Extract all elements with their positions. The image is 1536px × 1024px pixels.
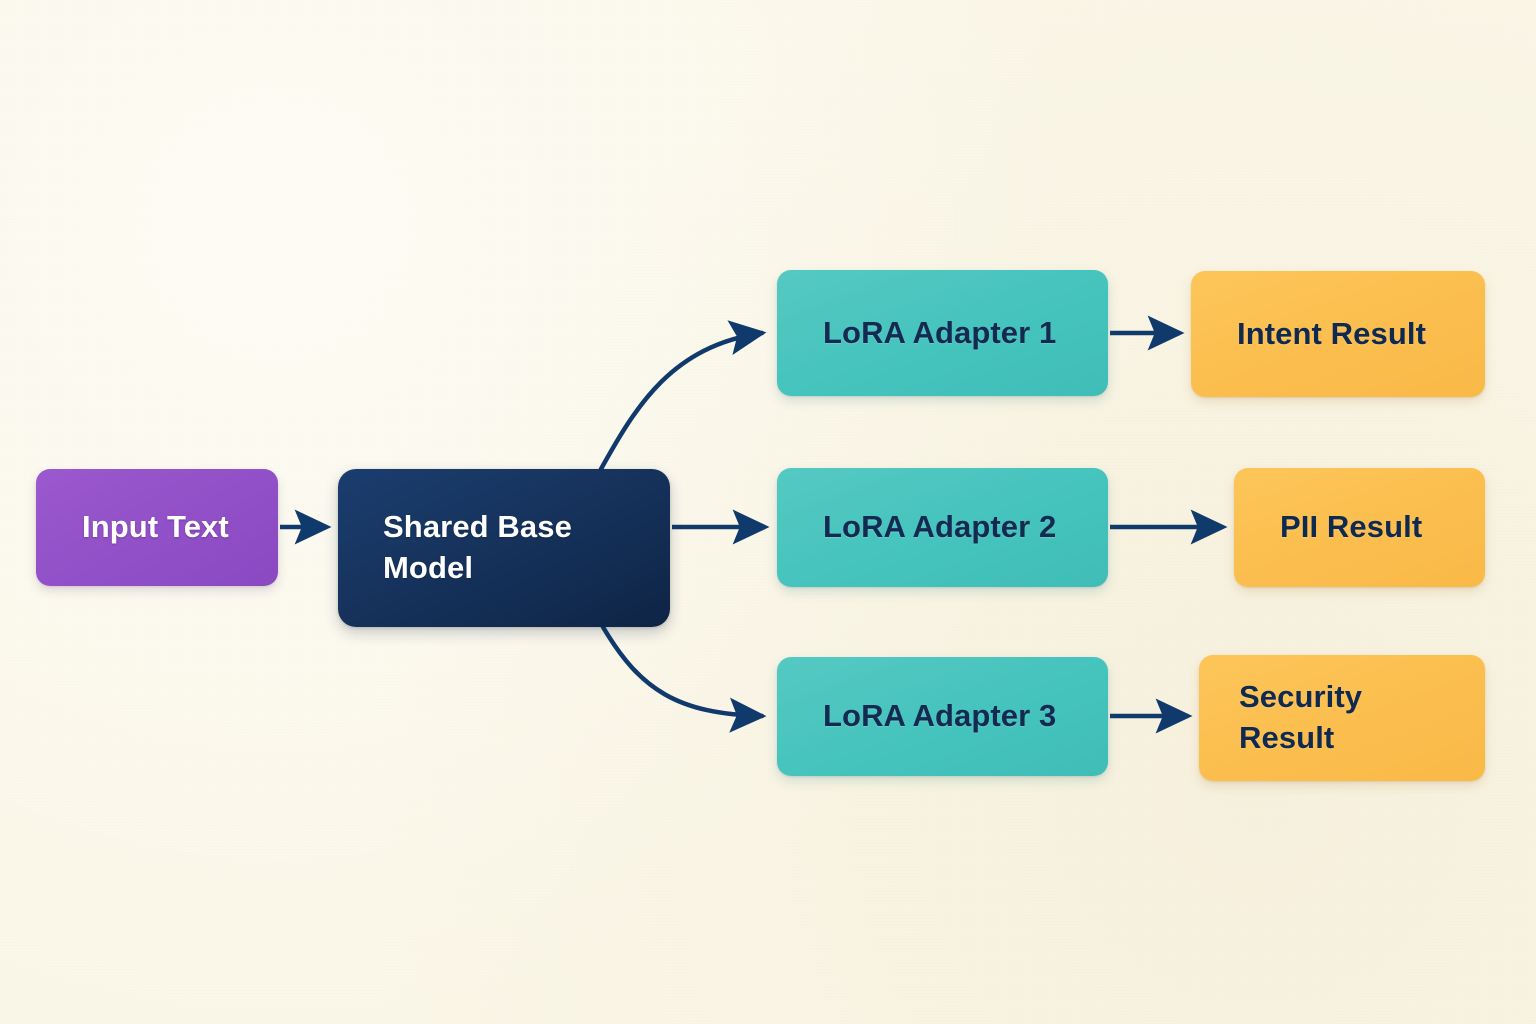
node-shared-base-model-label: Shared Base Model (383, 509, 572, 585)
node-pii-result[interactable]: PII Result (1234, 468, 1485, 587)
node-pii-result-label: PII Result (1280, 509, 1423, 545)
node-lora-adapter-2[interactable]: LoRA Adapter 2 (777, 468, 1108, 587)
edge-base-to-adapter-3 (600, 624, 767, 733)
node-intent-result[interactable]: Intent Result (1191, 271, 1485, 397)
node-security-result-label: Security Result (1239, 679, 1363, 755)
node-input-text[interactable]: Input Text (36, 469, 278, 586)
node-shared-base-model[interactable]: Shared Base Model (338, 469, 670, 627)
node-lora-adapter-1[interactable]: LoRA Adapter 1 (777, 270, 1108, 396)
node-lora-adapter-3-label: LoRA Adapter 3 (823, 698, 1057, 734)
node-lora-adapter-1-label: LoRA Adapter 1 (823, 314, 1057, 350)
node-security-result[interactable]: Security Result (1199, 655, 1485, 781)
node-input-text-label: Input Text (82, 509, 229, 545)
edge-base-to-adapter-1 (598, 320, 767, 472)
node-lora-adapter-3[interactable]: LoRA Adapter 3 (777, 657, 1108, 776)
node-lora-adapter-2-label: LoRA Adapter 2 (823, 509, 1057, 545)
node-intent-result-label: Intent Result (1237, 315, 1427, 351)
